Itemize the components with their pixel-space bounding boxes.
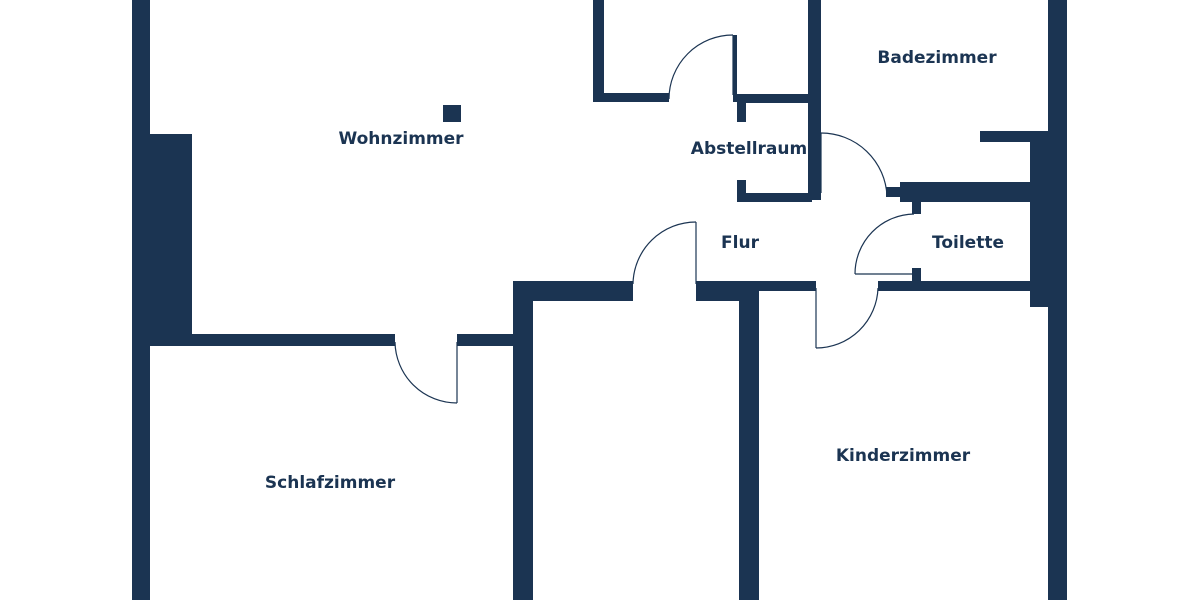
walls <box>132 0 1067 600</box>
door-hall-swing <box>632 221 697 285</box>
door-kids-swing <box>815 287 879 349</box>
toilet-wall-left-top <box>912 200 921 214</box>
label-wohnzimmer: Wohnzimmer <box>338 129 464 149</box>
label-kinderzimmer: Kinderzimmer <box>836 446 971 466</box>
door-bath-swing <box>820 132 888 197</box>
column <box>443 105 461 122</box>
label-toilette: Toilette <box>932 233 1004 253</box>
toilet-wall-left-bottom <box>912 268 921 282</box>
outer-wall-right <box>1048 0 1067 600</box>
label-abstellraum: Abstellraum <box>691 139 807 159</box>
bedroom-wall-right <box>513 281 533 600</box>
bath-wall-stub-right <box>980 131 1030 142</box>
niche-wall-left <box>593 0 604 102</box>
niche-wall-right-stub <box>733 35 737 102</box>
doors <box>394 34 915 404</box>
label-schlafzimmer: Schlafzimmer <box>265 473 396 493</box>
living-wall-bottom-left <box>150 334 395 346</box>
room-labels: Wohnzimmer Abstellraum Badezimmer Flur T… <box>265 48 1004 493</box>
storage-wall-bottom <box>737 193 812 202</box>
door-niche-swing <box>668 34 734 100</box>
label-flur: Flur <box>721 233 760 253</box>
hall-wall-bottom-c <box>757 281 816 291</box>
bath-wall-post <box>886 187 900 197</box>
shaft-right <box>1030 131 1048 307</box>
kids-wall-left <box>739 281 759 600</box>
storage-wall-left-top <box>737 94 746 122</box>
door-toilet-swing <box>854 213 915 275</box>
outer-wall-left <box>132 0 150 600</box>
hall-wall-bottom-a <box>513 281 633 301</box>
chimney-block <box>150 134 192 346</box>
door-bedroom-swing <box>394 341 458 404</box>
toilet-wall-bottom <box>878 281 1030 291</box>
storage-wall-top <box>737 94 812 103</box>
label-badezimmer: Badezimmer <box>877 48 997 68</box>
niche-wall-bottom <box>593 93 669 102</box>
living-wall-bottom-right <box>457 334 517 346</box>
bath-wall-bottom <box>900 182 1030 202</box>
bath-wall-left <box>808 0 821 200</box>
storage-wall-left-bottom <box>737 180 746 202</box>
